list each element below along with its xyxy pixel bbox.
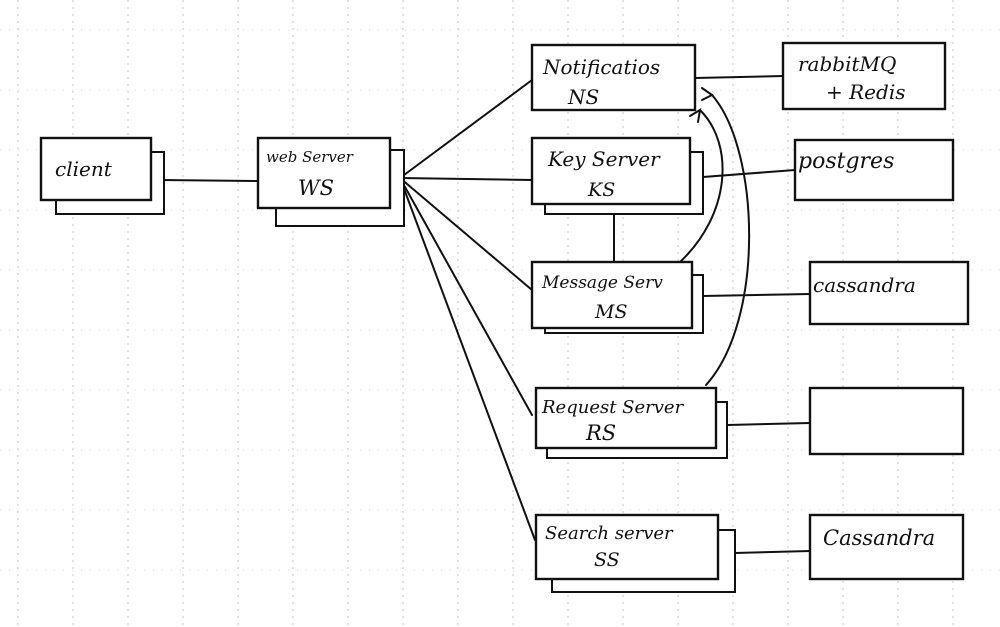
request-server-abbrev: RS bbox=[585, 421, 616, 445]
arrowhead-notification bbox=[701, 87, 714, 101]
edge-client-ws bbox=[159, 179, 259, 182]
edge-ws-ms bbox=[399, 177, 533, 291]
request-store-node bbox=[808, 386, 965, 456]
cassandra-search-node: Cassandra bbox=[808, 513, 965, 581]
cassandra-search-label: Cassandra bbox=[823, 526, 935, 550]
web-server-node: web Server WS bbox=[256, 136, 405, 227]
message-server-node: Message Serv MS bbox=[530, 260, 704, 334]
postgres-label: postgres bbox=[798, 149, 894, 174]
key-server-node: Key Server KS bbox=[530, 136, 704, 215]
notification-server-label: Notificatios bbox=[542, 55, 660, 79]
search-server-abbrev: SS bbox=[594, 549, 620, 571]
edge-ms-to-ns-arrow bbox=[679, 109, 724, 263]
edge-ks-postgres bbox=[702, 169, 796, 178]
edge-ws-ns bbox=[399, 79, 533, 179]
key-server-abbrev: KS bbox=[587, 179, 615, 201]
edge-ms-cassandra bbox=[702, 293, 811, 297]
postgres-node: postgres bbox=[793, 138, 955, 202]
client-node: client bbox=[39, 136, 165, 215]
search-server-label: Search server bbox=[545, 523, 674, 544]
request-server-node: Request Server RS bbox=[534, 386, 728, 459]
web-server-abbrev: WS bbox=[298, 176, 334, 200]
edge-ws-rs bbox=[399, 177, 533, 416]
web-server-label: web Server bbox=[266, 148, 354, 166]
client-label: client bbox=[55, 157, 113, 181]
edge-ws-ss bbox=[399, 177, 536, 541]
notification-server-node: Notificatios NS bbox=[530, 43, 697, 112]
redis-label: + Redis bbox=[826, 80, 905, 104]
cassandra-messages-node: cassandra bbox=[808, 260, 970, 326]
key-server-label: Key Server bbox=[547, 147, 661, 171]
edge-rs-to-ns-arrow bbox=[705, 94, 751, 386]
message-server-abbrev: MS bbox=[594, 301, 627, 323]
rabbitmq-label: rabbitMQ bbox=[798, 52, 896, 76]
edge-ns-rabbitmq bbox=[694, 75, 784, 79]
edge-ss-cassandra bbox=[734, 550, 811, 554]
notification-server-abbrev: NS bbox=[567, 85, 599, 109]
edge-ws-ks bbox=[399, 177, 533, 181]
message-server-label: Message Serv bbox=[541, 273, 663, 293]
search-server-node: Search server SS bbox=[534, 513, 736, 593]
rabbitmq-redis-node: rabbitMQ + Redis bbox=[781, 41, 947, 111]
edge-rs-store bbox=[727, 422, 811, 426]
request-server-label: Request Server bbox=[541, 397, 685, 418]
connector-lines bbox=[159, 75, 811, 554]
arrowhead-notification-2 bbox=[689, 108, 702, 123]
cassandra-messages-label: cassandra bbox=[813, 273, 916, 297]
